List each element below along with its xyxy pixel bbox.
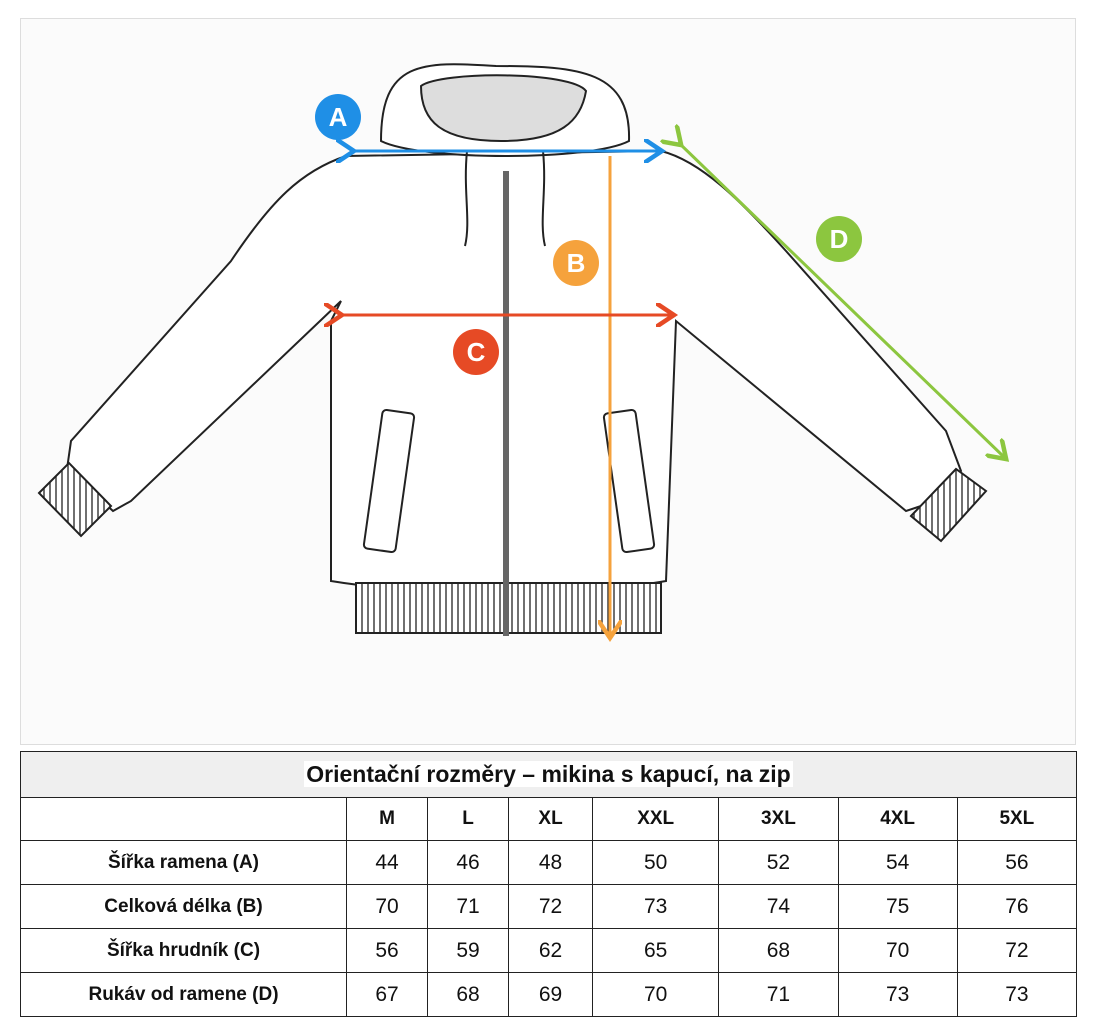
marker-a-label: A: [329, 102, 348, 132]
table-cell: 69: [507, 972, 594, 1017]
marker-d-badge: [816, 216, 862, 262]
measurement-arrows: [339, 143, 1004, 635]
table-cell: 71: [718, 972, 839, 1017]
table-cell: 75: [837, 884, 958, 929]
row-label: Šířka ramena (A): [20, 840, 347, 885]
marker-a-badge: [315, 94, 361, 140]
marker-c-label: C: [467, 337, 486, 367]
marker-b-label: B: [567, 248, 586, 278]
table-cell: 54: [837, 840, 958, 885]
table-cell: 67: [346, 972, 428, 1017]
table-cell: 73: [592, 884, 720, 929]
size-header: XXL: [592, 797, 720, 841]
table-cell: 74: [718, 884, 839, 929]
table-cell: 56: [956, 840, 1078, 885]
size-header: 5XL: [956, 797, 1078, 841]
table-cell: 73: [837, 972, 958, 1017]
table-cell: 44: [346, 840, 428, 885]
row-label: Rukáv od ramene (D): [20, 972, 347, 1017]
table-cell: 72: [507, 884, 594, 929]
empty-header-cell: [20, 797, 347, 841]
table-cell: 50: [592, 840, 720, 885]
table-cell: 70: [837, 928, 958, 973]
table-cell: 62: [507, 928, 594, 973]
table-cell: 46: [427, 840, 509, 885]
table-cell: 73: [956, 972, 1078, 1017]
table-cell: 70: [592, 972, 720, 1017]
size-header: 3XL: [718, 797, 839, 841]
size-header: M: [346, 797, 428, 841]
marker-b-badge: [553, 240, 599, 286]
arrow-d: [679, 143, 1004, 457]
table-cell: 72: [956, 928, 1078, 973]
table-cell: 59: [427, 928, 509, 973]
table-cell: 52: [718, 840, 839, 885]
table-title: Orientační rozměry – mikina s kapucí, na…: [20, 751, 1077, 798]
size-header: L: [427, 797, 509, 841]
size-header: 4XL: [837, 797, 958, 841]
size-table: Orientační rozměry – mikina s kapucí, na…: [20, 751, 1078, 1017]
marker-d-label: D: [830, 224, 849, 254]
row-label: Šířka hrudník (C): [20, 928, 347, 973]
table-cell: 68: [427, 972, 509, 1017]
table-cell: 68: [718, 928, 839, 973]
hoodie-illustration: A B C D: [20, 18, 1076, 745]
table-cell: 71: [427, 884, 509, 929]
size-header-row: M L XL XXL 3XL 4XL 5XL: [20, 797, 1078, 841]
row-label: Celková délka (B): [20, 884, 347, 929]
table-cell: 76: [956, 884, 1078, 929]
table-cell: 70: [346, 884, 428, 929]
table-cell: 48: [507, 840, 594, 885]
size-header: XL: [507, 797, 594, 841]
table-cell: 56: [346, 928, 428, 973]
hoodie-drawing: A B C D: [37, 63, 1077, 746]
table-cell: 65: [592, 928, 720, 973]
marker-c-badge: [453, 329, 499, 375]
